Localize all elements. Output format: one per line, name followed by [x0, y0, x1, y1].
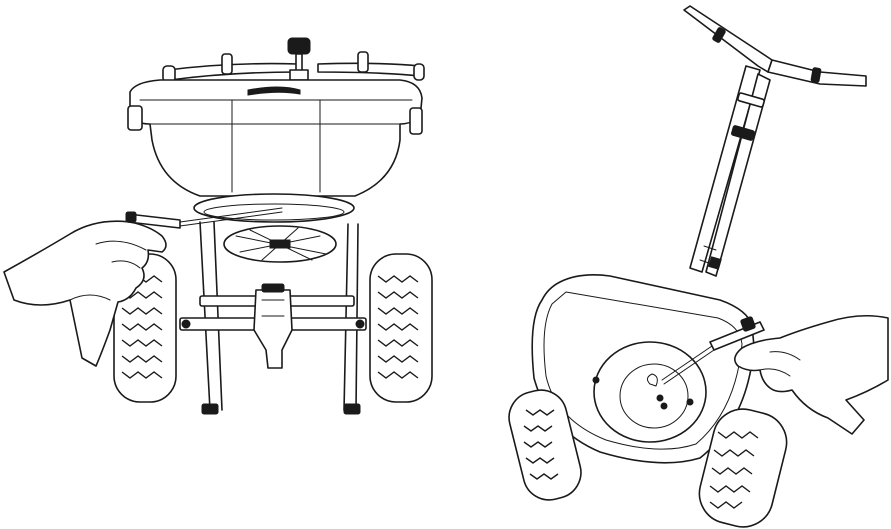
rear-wheel-left — [508, 389, 582, 501]
frame — [179, 221, 367, 415]
hopper-bowl — [531, 274, 755, 464]
right-hand-with-spray — [661, 314, 889, 435]
rear-wheel-right — [698, 408, 788, 528]
handlebar — [162, 37, 425, 83]
right-wheel — [369, 253, 433, 403]
left-hand-with-spray — [3, 207, 283, 367]
hopper — [127, 79, 423, 197]
handle-assembly — [683, 5, 867, 277]
